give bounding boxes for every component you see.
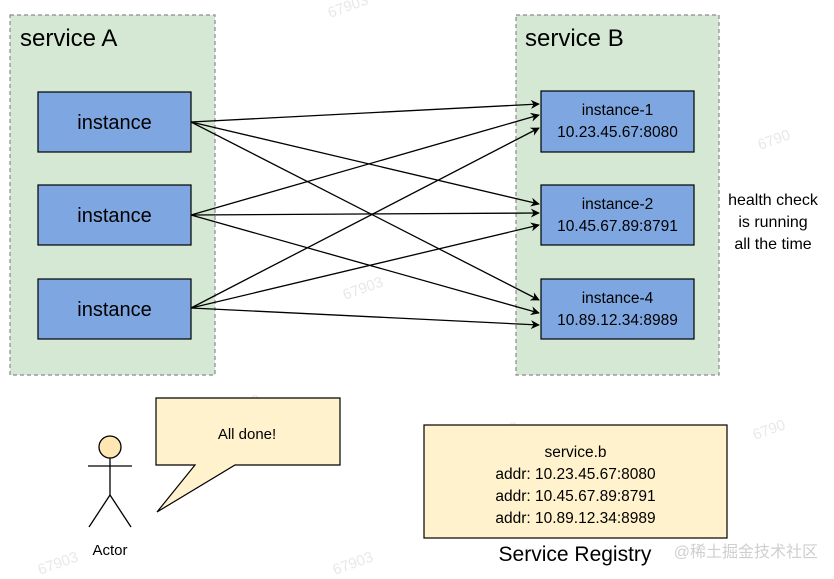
actor-head-icon [98,435,122,459]
service-registry: service.b addr: 10.23.45.67:8080 addr: 1… [423,424,728,566]
health-note-line: health check [728,192,819,209]
service-b-group: service B instance-1 10.23.45.67:8080 in… [515,14,720,376]
instance-name: instance-1 [582,102,654,119]
connection-arrow [190,99,540,123]
instance-name: instance-4 [582,290,654,307]
service-b-instance-box[interactable] [540,278,695,340]
watermark: 67903 [326,0,371,22]
watermark: 67903 [36,549,81,579]
connection-arrow [190,222,540,309]
actor [88,435,132,528]
registry-line: addr: 10.89.12.34:8989 [495,510,655,527]
actor-label: Actor [92,542,127,559]
actor-right-leg-icon [109,494,132,528]
service-a-instance-label: instance [77,299,152,321]
actor-left-leg-icon [88,494,111,528]
service-a-title: service A [20,25,117,52]
connection-arrows [190,99,540,330]
instance-address: 10.89.12.34:8989 [557,312,678,329]
registry-box [423,424,728,539]
health-note-line: all the time [734,236,811,253]
connection-arrow [190,307,540,330]
connection-arrow [190,214,540,316]
registry-line: addr: 10.23.45.67:8080 [495,466,656,483]
connection-arrow [190,112,540,216]
speech-bubble-shape [155,397,341,513]
health-check-note: health check is running all the time [728,192,819,253]
attribution-watermark: @稀土掘金技术社区 [674,543,818,561]
registry-line: service.b [544,444,606,461]
speech-text: All done! [218,426,276,443]
watermark: 6790 [751,416,788,443]
registry-caption: Service Registry [499,543,652,566]
instance-address: 10.23.45.67:8080 [557,124,678,141]
watermark: 67903 [341,274,386,304]
service-a-group: service A instance instance instance [9,14,216,376]
connection-arrow [190,127,540,309]
service-b-instance-box[interactable] [540,90,695,153]
watermark: 6790 [756,126,793,153]
health-note-line: is running [738,214,807,231]
service-a-instance-box[interactable] [37,91,192,153]
service-a-instance-box[interactable] [37,184,192,246]
service-a-instance-label: instance [77,112,152,134]
instance-address: 10.45.67.89:8791 [557,218,678,235]
service-b-title: service B [525,25,624,52]
speech-bubble: All done! [155,397,341,513]
registry-line: addr: 10.45.67.89:8791 [495,488,655,505]
service-a-instance-label: instance [77,205,152,227]
connection-arrow [190,208,540,218]
connection-arrow [190,121,540,207]
service-b-instance-box[interactable] [540,184,695,246]
connection-arrow [190,121,540,301]
watermark: 67903 [331,549,376,579]
instance-name: instance-2 [582,196,654,213]
service-a-instance-box[interactable] [37,278,192,340]
